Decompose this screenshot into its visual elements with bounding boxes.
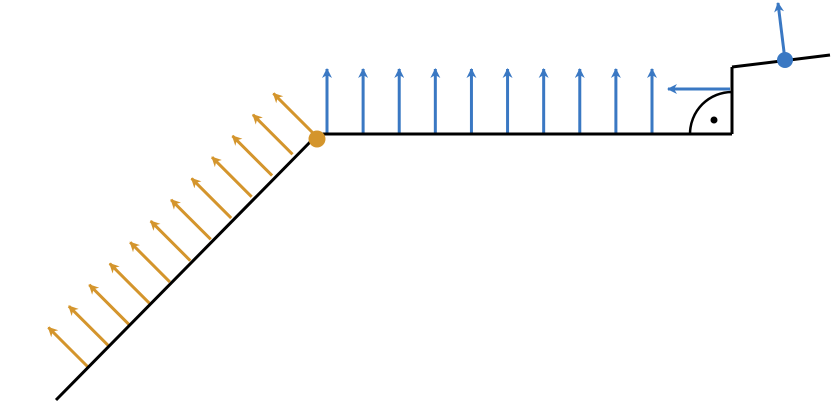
orange-vertex-icon: [308, 130, 326, 148]
diagonal-line: [54, 134, 318, 402]
orange-arrow: [149, 219, 192, 262]
orange-arrow: [210, 156, 253, 198]
orange-arrow: [190, 177, 233, 220]
blue-point-arrow: [774, 2, 787, 61]
right-angle-dot-icon: [710, 116, 718, 124]
orange-arrow: [170, 198, 212, 241]
orange-arrow-field: [47, 92, 315, 369]
orange-arrow: [231, 134, 274, 177]
orange-arrow: [88, 283, 130, 326]
right-angle-arc-icon: [688, 90, 733, 135]
orange-arrow: [67, 305, 110, 347]
orange-arrow: [251, 113, 294, 156]
blue-point-icon: [777, 52, 793, 68]
orange-arrow: [129, 241, 171, 283]
orange-arrow: [47, 326, 90, 369]
orange-arrow: [108, 262, 151, 305]
orange-arrow: [272, 92, 315, 135]
blue-arrow-field: [322, 68, 657, 133]
